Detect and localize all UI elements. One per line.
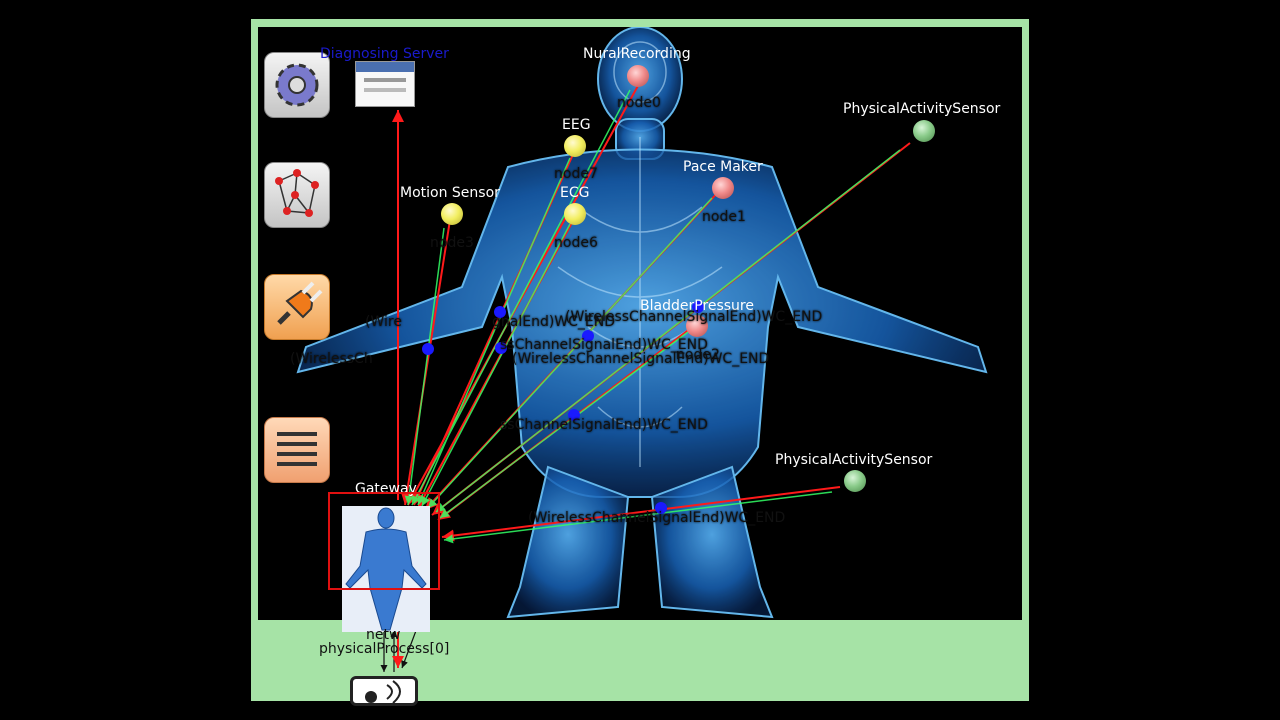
node-eeg[interactable] [564, 135, 586, 157]
label-ecg: ECG [560, 185, 589, 201]
node-ecg[interactable] [564, 203, 586, 225]
label-physical-activity-2: PhysicalActivitySensor [775, 452, 932, 468]
node-physical-activity-2[interactable] [844, 470, 866, 492]
label-pace-maker: Pace Maker [683, 159, 763, 175]
label-motion-sensor: Motion Sensor [400, 185, 500, 201]
wire-label: (WirelessChannelSignalEnd)WC_END [512, 351, 769, 367]
sublabel-node6: node6 [554, 235, 598, 251]
sublabel-node3: node3 [430, 235, 474, 251]
sublabel-node0: node0 [617, 95, 661, 111]
wire-label: (WirelessChannelSignalEnd)WC_END [528, 510, 785, 526]
gateway-selection-box [328, 492, 440, 590]
label-physical-activity-1: PhysicalActivitySensor [843, 101, 1000, 117]
label-nural-recording: NuralRecording [583, 46, 691, 62]
physical-process-label: physicalProcess[0] [319, 641, 449, 657]
wire-label: ssChannelSignalEnd)WC_END [500, 417, 708, 433]
sublabel-node7: node7 [554, 166, 598, 182]
node-nural-recording[interactable] [627, 65, 649, 87]
physical-process-icon[interactable] [350, 676, 418, 706]
node-pace-maker[interactable] [712, 177, 734, 199]
wire-label: (Wire [365, 314, 402, 330]
node-physical-activity-1[interactable] [913, 120, 935, 142]
sublabel-node1: node1 [702, 209, 746, 225]
wire-label: gnalEnd)WC_END [492, 314, 615, 330]
node-motion-sensor[interactable] [441, 203, 463, 225]
wire-label: (WirelessCh [290, 351, 373, 367]
label-eeg: EEG [562, 117, 591, 133]
signal-point [422, 343, 434, 355]
